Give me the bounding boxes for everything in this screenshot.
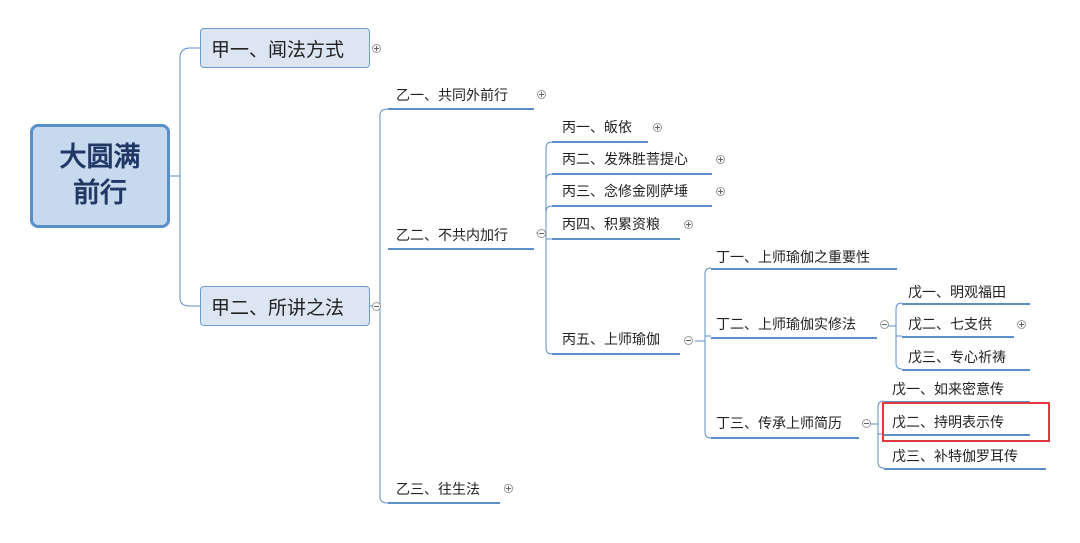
topic-bing5-underline [552, 353, 680, 355]
expand-yi1-icon[interactable] [537, 90, 546, 99]
topic-bing3-underline [552, 205, 712, 207]
topic-wu-b3-underline [884, 468, 1046, 470]
topic-wu-a2-label[interactable]: 戊二、七支供 [908, 317, 992, 333]
topic-jia1-label: 甲一、闻法方式 [211, 38, 345, 61]
topic-ding3-underline [711, 437, 859, 439]
topic-jia2-label: 甲二、所讲之法 [211, 296, 345, 319]
topic-yi1-underline [388, 108, 534, 110]
topic-bing5-label[interactable]: 丙五、上师瑜伽 [562, 332, 660, 348]
topic-bing2-underline [552, 173, 712, 175]
topic-wu-b1-label[interactable]: 戊一、如来密意传 [892, 382, 1004, 398]
highlight-box [882, 402, 1050, 442]
topic-wu-b3-label[interactable]: 戊三、补特伽罗耳传 [892, 449, 1018, 465]
topic-bing2-label[interactable]: 丙二、发殊胜菩提心 [562, 152, 688, 168]
topic-wu-a1-underline [902, 303, 1030, 305]
topic-wu-a3-underline [902, 369, 1030, 371]
topic-bing1-label[interactable]: 丙一、皈依 [562, 120, 632, 136]
topic-yi1-label[interactable]: 乙一、共同外前行 [396, 88, 508, 104]
topic-jia2[interactable]: 甲二、所讲之法 [200, 286, 370, 326]
expand-bing4-icon[interactable] [684, 220, 693, 229]
collapse-ding2-icon[interactable] [880, 320, 889, 329]
topic-wu-a2-underline [902, 336, 1014, 338]
topic-ding2-underline [711, 337, 877, 339]
expand-bing3-icon[interactable] [716, 187, 725, 196]
topic-ding3-label[interactable]: 丁三、传承上师简历 [716, 416, 842, 432]
collapse-jia2-icon[interactable] [372, 302, 381, 311]
topic-ding1-underline [711, 268, 897, 270]
topic-bing1-underline [552, 141, 648, 143]
topic-bing3-label[interactable]: 丙三、念修金刚萨埵 [562, 184, 688, 200]
topic-jia1[interactable]: 甲一、闻法方式 [200, 28, 370, 68]
expand-yi3-icon[interactable] [504, 484, 513, 493]
collapse-ding3-icon[interactable] [862, 419, 871, 428]
topic-yi2-underline [388, 248, 534, 250]
topic-wu-a3-label[interactable]: 戊三、专心祈祷 [908, 350, 1006, 366]
topic-yi2-label[interactable]: 乙二、不共内加行 [396, 228, 508, 244]
topic-ding2-label[interactable]: 丁二、上师瑜伽实修法 [716, 317, 856, 333]
topic-wu-b2-underline [884, 434, 1030, 436]
expand-bing2-icon[interactable] [716, 155, 725, 164]
topic-ding1-label[interactable]: 丁一、上师瑜伽之重要性 [716, 250, 870, 266]
topic-yi3-label[interactable]: 乙三、往生法 [396, 482, 480, 498]
root-topic[interactable]: 大圆满前行 [30, 124, 170, 228]
topic-bing4-underline [552, 238, 680, 240]
topic-wu-b2-label[interactable]: 戊二、持明表示传 [892, 415, 1004, 431]
expand-jia1-icon[interactable] [372, 44, 381, 53]
collapse-bing5-icon[interactable] [684, 336, 693, 345]
expand-wu-a2-icon[interactable] [1017, 320, 1026, 329]
collapse-yi2-icon[interactable] [537, 229, 546, 238]
root-topic-label: 大圆满前行 [59, 142, 141, 209]
topic-yi3-underline [388, 502, 500, 504]
topic-bing4-label[interactable]: 丙四、积累资粮 [562, 217, 660, 233]
expand-bing1-icon[interactable] [653, 123, 662, 132]
topic-wu-a1-label[interactable]: 戊一、明观福田 [908, 285, 1006, 301]
